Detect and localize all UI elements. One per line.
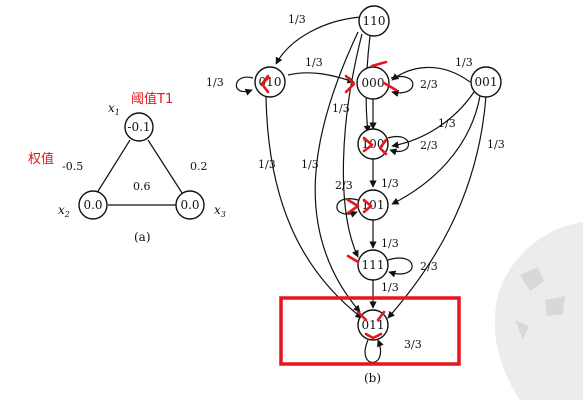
state-110: 110 — [358, 5, 390, 37]
state-label: 001 — [475, 75, 498, 89]
edge-001-011 — [387, 95, 487, 319]
label-000-100: 1/3 — [332, 102, 350, 115]
weight-x1-x3: 0.2 — [190, 160, 208, 173]
edge-x1-x2 — [94, 139, 131, 197]
label-100-101: 1/3 — [381, 177, 399, 190]
state-010: 010 — [254, 66, 286, 98]
state-111: 111 — [357, 249, 389, 281]
edge-110-011 — [314, 31, 361, 313]
self-loop-100 — [387, 136, 410, 156]
network-diagram: -0.1 0.0 0.0 x1 x2 x3 -0.5 0.2 0.6 (a) 阈… — [28, 91, 226, 244]
label-101-self: 2/3 — [335, 179, 353, 192]
caption-b: (b) — [364, 371, 381, 385]
label-001-011: 1/3 — [487, 138, 505, 151]
label-001-000: 1/3 — [455, 56, 473, 69]
self-loop-101 — [336, 198, 359, 218]
state-101: 101 — [357, 189, 389, 221]
label-010-self: 1/3 — [206, 76, 224, 89]
highlight-box — [279, 296, 461, 366]
neuron-value: 0.0 — [180, 198, 199, 212]
edge-110-111 — [342, 33, 363, 258]
neuron-x3: 0.0 — [175, 190, 205, 220]
label-010-011: 1/3 — [258, 158, 276, 171]
edge-x1-x3 — [147, 139, 185, 197]
state-label: 000 — [362, 76, 385, 90]
caption-a: (a) — [134, 230, 151, 244]
neuron-x1: -0.1 — [124, 112, 154, 142]
label-011-self: 3/3 — [404, 338, 422, 351]
label-010-000: 1/3 — [305, 56, 323, 69]
edge-110-010 — [275, 16, 362, 65]
weight-x1-x2: -0.5 — [62, 160, 83, 173]
weight-x2-x3: 0.6 — [133, 180, 151, 193]
neuron-label-x3: x3 — [214, 203, 226, 219]
threshold-annotation: 阈值T1 — [131, 91, 173, 107]
label-000-self: 2/3 — [420, 78, 438, 91]
state-label: 110 — [363, 14, 386, 28]
state-000: 000 — [356, 66, 390, 100]
edge-001-000 — [391, 66, 471, 83]
watermark — [494, 222, 583, 400]
label-100-self: 2/3 — [420, 139, 438, 152]
state-label: 111 — [362, 258, 385, 272]
self-loop-111 — [387, 257, 413, 278]
neuron-label-x2: x2 — [58, 203, 70, 219]
neuron-label-x1: x1 — [108, 101, 120, 117]
label-110-010: 1/3 — [288, 13, 306, 26]
neuron-x2: 0.0 — [78, 190, 108, 220]
neuron-value: -0.1 — [127, 120, 150, 134]
self-loop-000 — [390, 76, 414, 97]
edge-001-100 — [391, 91, 475, 149]
edge-001-101 — [391, 95, 481, 205]
weight-annotation: 权值 — [28, 151, 54, 167]
self-loop-010 — [235, 76, 254, 96]
label-001-100: 1/3 — [438, 117, 456, 130]
red-arrow-marks — [260, 60, 398, 340]
label-111-011: 1/3 — [381, 281, 399, 294]
state-001: 001 — [470, 66, 502, 98]
neuron-value: 0.0 — [83, 198, 102, 212]
edge-010-000 — [287, 72, 355, 84]
label-110-011: 1/3 — [301, 158, 319, 171]
label-111-self: 2/3 — [420, 260, 438, 273]
label-101-111: 1/3 — [381, 237, 399, 250]
state-label: 011 — [362, 318, 385, 332]
edge-010-011 — [265, 96, 363, 319]
self-loop-011 — [364, 339, 384, 363]
